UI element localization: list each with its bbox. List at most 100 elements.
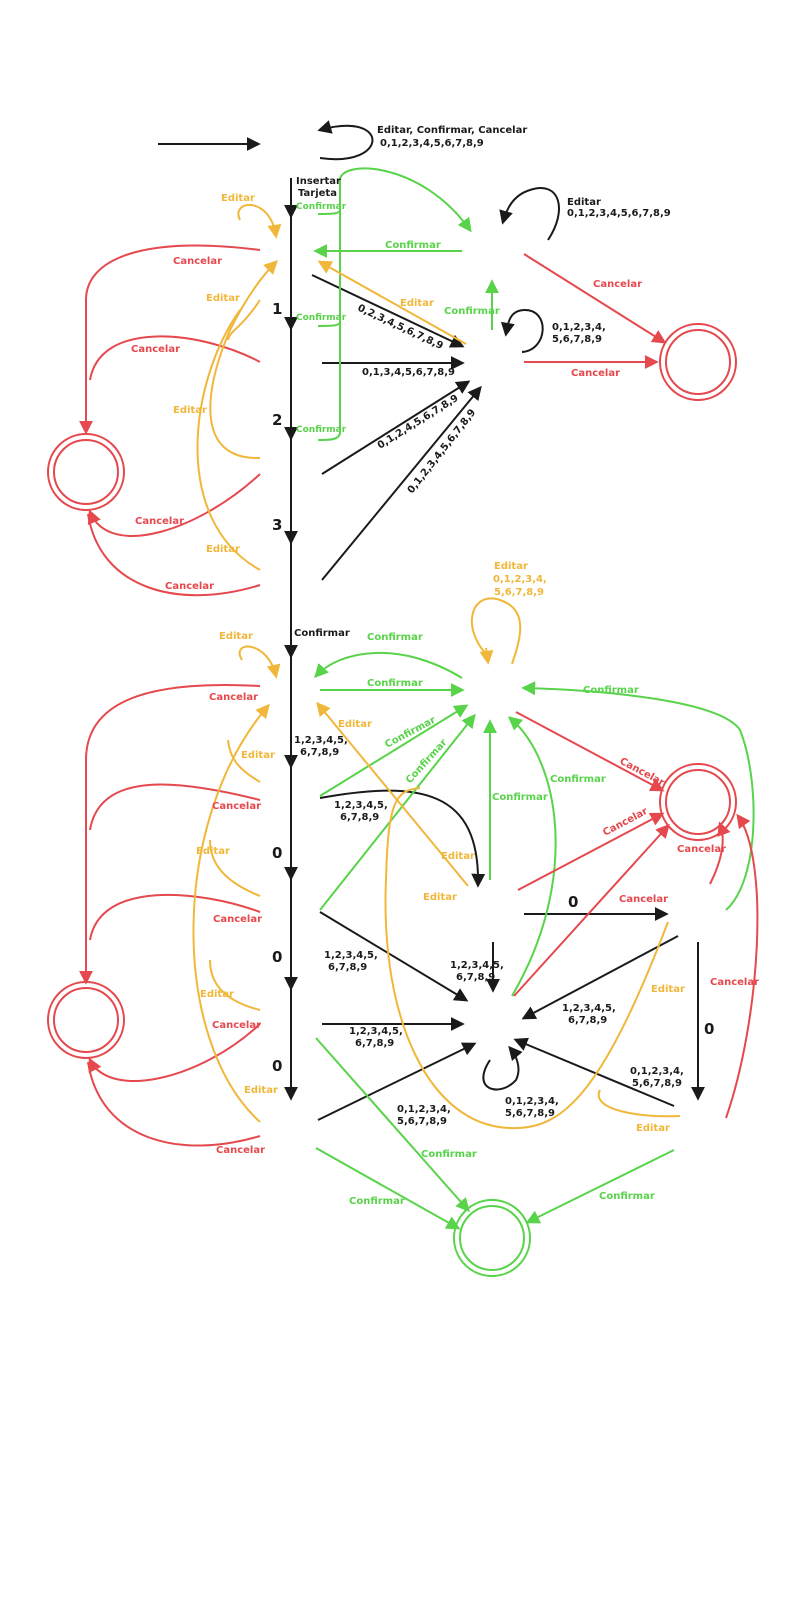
label-cancel: Cancelar	[571, 368, 620, 379]
label-digits-d1: 1,2,3,4,5,	[450, 960, 504, 971]
label-cancel: Cancelar	[619, 894, 668, 905]
label-digits-c1: 1,2,3,4,5,	[324, 950, 378, 961]
self-loop-top-right	[499, 187, 560, 241]
label-digit: 1	[272, 300, 282, 318]
label-edit: Editar	[423, 892, 457, 903]
label-digits-diag: 0,2,3,4,5,6,7,8,9	[356, 303, 445, 352]
label-insert-2: Tarjeta	[298, 188, 337, 199]
label-confirm: Confirmar	[583, 685, 639, 696]
label-edit: Editar	[636, 1123, 670, 1134]
label-digit: 3	[272, 516, 282, 534]
label-digits-row: 0,1,3,4,5,6,7,8,9	[362, 367, 455, 378]
label-digit: 2	[272, 411, 282, 429]
label-digits-f1: 1,2,3,4,5,	[562, 1003, 616, 1014]
black-edges	[158, 120, 705, 1121]
label-loop-orange-3: 5,6,7,8,9	[494, 587, 544, 598]
label-edit: Editar	[441, 851, 475, 862]
label-loop-orange-1: Editar	[494, 561, 528, 572]
label-digits-a1: 1,2,3,4,5,	[294, 735, 348, 746]
label-cancel: Cancelar	[209, 692, 258, 703]
label-confirm: Confirmar	[492, 792, 548, 803]
label-confirm: Confirmar	[383, 715, 437, 751]
label-digits-h2: 5,6,7,8,9	[505, 1108, 555, 1119]
label-cancel: Cancelar	[173, 256, 222, 267]
label-confirm: Confirmar	[296, 313, 347, 323]
label-edit: Editar	[173, 405, 207, 416]
label-edit: Editar	[244, 1085, 278, 1096]
label-digit: 0	[272, 948, 282, 966]
reject-state-right-bottom	[659, 763, 737, 841]
label-digits-f2: 6,7,8,9	[568, 1015, 607, 1026]
self-loop-mid	[500, 308, 544, 353]
label-edit: Editar	[219, 631, 253, 642]
label-group: Editar, Confirmar, Cancelar 0,1,2,3,4,5,…	[131, 125, 759, 1207]
label-confirm: Confirmar	[367, 632, 423, 643]
green-edges	[313, 167, 755, 1230]
label-digits-g1: 0,1,2,3,4,	[630, 1066, 684, 1077]
label-digits-e1: 1,2,3,4,5,	[349, 1026, 403, 1037]
label-edit: Editar	[338, 719, 372, 730]
accept-state-bottom	[453, 1199, 531, 1277]
label-cancel: Cancelar	[593, 279, 642, 290]
label-loop-digits-1: 0,1,2,3,4,	[552, 322, 606, 333]
label-confirm: Confirmar	[367, 678, 423, 689]
start-self-loop	[317, 120, 374, 161]
label-digit: 0	[568, 893, 578, 911]
label-edit: Editar	[206, 544, 240, 555]
label-start-loop-2: 0,1,2,3,4,5,6,7,8,9	[380, 138, 484, 149]
reject-state-right-top	[659, 323, 737, 401]
label-edit: Editar	[221, 193, 255, 204]
label-loop-edit-1: Editar	[567, 197, 601, 208]
label-cancel: Cancelar	[165, 581, 214, 592]
curve-to-lower	[319, 789, 486, 888]
reject-state-left-bottom	[47, 981, 125, 1059]
reject-state-left-top	[47, 433, 125, 511]
label-confirm: Confirmar	[385, 240, 441, 251]
label-digits-g2: 5,6,7,8,9	[632, 1078, 682, 1089]
label-edit: Editar	[651, 984, 685, 995]
label-cancel: Cancelar	[618, 756, 667, 789]
label-start-loop-1: Editar, Confirmar, Cancelar	[377, 125, 527, 136]
self-loop-bottom	[482, 1045, 523, 1091]
label-loop-orange-2: 0,1,2,3,4,	[493, 574, 547, 585]
label-digit: 0	[704, 1020, 714, 1038]
label-cancel: Cancelar	[212, 1020, 261, 1031]
label-confirm: Confirmar	[296, 202, 347, 212]
label-edit: Editar	[241, 750, 275, 761]
label-digits-b1: 1,2,3,4,5,	[334, 800, 388, 811]
label-digits-b2: 6,7,8,9	[340, 812, 379, 823]
label-confirm: Confirmar	[444, 306, 500, 317]
label-confirm: Confirmar	[421, 1149, 477, 1160]
label-cancel: Cancelar	[216, 1145, 265, 1156]
label-edit: Editar	[196, 846, 230, 857]
label-digits-d2: 6,7,8,9	[456, 972, 495, 983]
label-loop-edit-2: 0,1,2,3,4,5,6,7,8,9	[567, 208, 671, 219]
label-confirm-spine: Confirmar	[294, 628, 350, 639]
label-insert-1: Insertar	[296, 176, 341, 187]
label-cancel: Cancelar	[135, 516, 184, 527]
label-confirm: Confirmar	[349, 1196, 405, 1207]
label-cancel: Cancelar	[131, 344, 180, 355]
label-digits-c2: 6,7,8,9	[328, 962, 367, 973]
label-edit: Editar	[200, 989, 234, 1000]
label-edit: Editar	[400, 298, 434, 309]
label-digit: 0	[272, 1057, 282, 1075]
label-loop-digits-2: 5,6,7,8,9	[552, 334, 602, 345]
label-confirm: Confirmar	[296, 425, 347, 435]
label-digits-h1: 0,1,2,3,4,	[505, 1096, 559, 1107]
label-confirm: Confirmar	[550, 774, 606, 785]
label-digits-i2: 5,6,7,8,9	[397, 1116, 447, 1127]
label-confirm: Confirmar	[404, 737, 450, 786]
label-edit: Editar	[206, 293, 240, 304]
label-digit: 0	[272, 844, 282, 862]
label-cancel: Cancelar	[212, 801, 261, 812]
orange-edges	[192, 203, 681, 1130]
label-digits-a2: 6,7,8,9	[300, 747, 339, 758]
red-edges	[79, 244, 759, 1147]
label-cancel: Cancelar	[213, 914, 262, 925]
label-cancel: Cancelar	[710, 977, 759, 988]
label-digits-e2: 6,7,8,9	[355, 1038, 394, 1049]
label-cancel: Cancelar	[677, 844, 726, 855]
label-confirm: Confirmar	[599, 1191, 655, 1202]
